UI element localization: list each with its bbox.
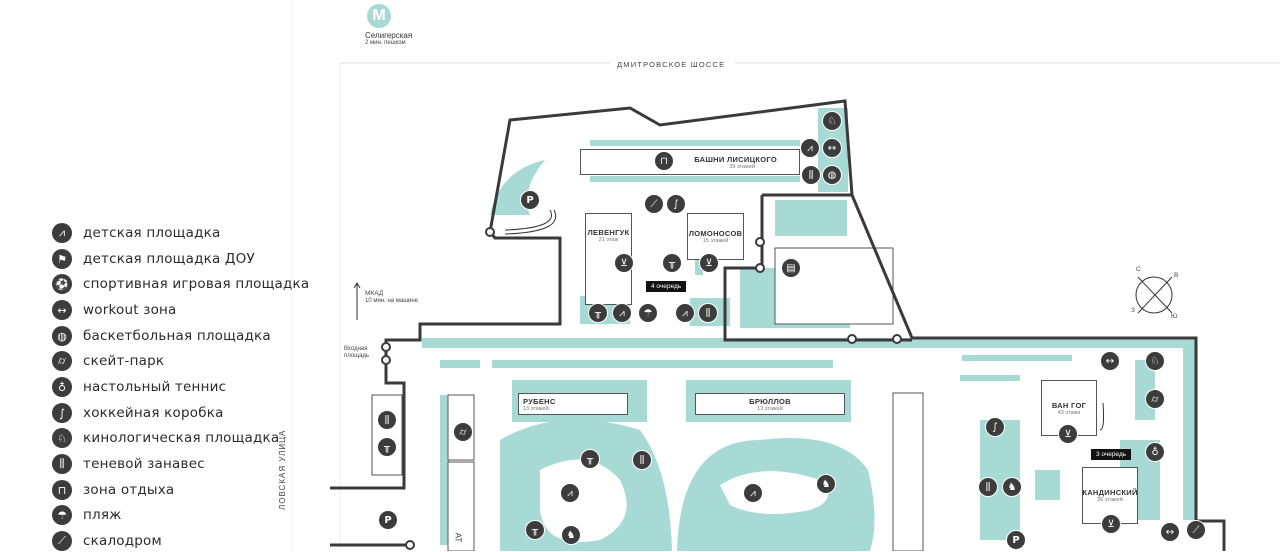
shade-canopy-icon[interactable] — [978, 477, 998, 497]
beach-icon — [52, 505, 72, 525]
rest-zone-icon — [52, 480, 72, 500]
shade-canopy-icon[interactable] — [801, 165, 821, 185]
rocking-horse-icon[interactable] — [561, 525, 581, 545]
kids-playground-icon[interactable] — [800, 138, 820, 158]
kids-playground-icon[interactable] — [612, 303, 632, 323]
shade-canopy-icon[interactable] — [698, 303, 718, 323]
picnic-table-icon[interactable] — [580, 449, 600, 469]
entrance-label: Входная площадь — [344, 346, 370, 359]
metro-walk-time: 2 мин. пешком — [365, 40, 406, 46]
legend-item: детская площадка ДОУ — [52, 248, 255, 270]
picnic-table-icon[interactable] — [662, 253, 682, 273]
legend-item: скалодром — [52, 530, 162, 552]
building-partial-label: АТ — [453, 532, 463, 543]
shop-cart-icon[interactable] — [699, 253, 719, 273]
mkad-label: МКАД — [365, 290, 384, 297]
climbing-wall-icon[interactable] — [644, 194, 664, 214]
legend-item: workout зона — [52, 299, 177, 321]
queue-3-badge: 3 очередь — [1091, 449, 1132, 460]
legend-item: скейт-парк — [52, 350, 164, 372]
picnic-table-icon[interactable] — [377, 437, 397, 457]
workout-icon[interactable] — [1160, 522, 1180, 542]
book-icon[interactable] — [781, 258, 801, 278]
compass-north: С — [1136, 266, 1141, 273]
road-label-dmitrovskoe: ДМИТРОВСКОЕ ШОССЕ — [617, 60, 726, 69]
kids-playground-icon[interactable] — [675, 303, 695, 323]
legend-item: пляж — [52, 504, 122, 526]
dog-icon[interactable] — [822, 111, 842, 131]
rocking-horse-icon[interactable] — [816, 474, 836, 494]
sports-playground-icon — [52, 274, 72, 294]
parking-icon[interactable] — [1006, 530, 1026, 550]
legend-item: настольный теннис — [52, 376, 226, 398]
climbing-wall-icon[interactable] — [1186, 520, 1206, 540]
workout-icon — [52, 300, 72, 320]
table-tennis-icon — [52, 377, 72, 397]
picnic-table-icon[interactable] — [525, 520, 545, 540]
picnic-table-icon[interactable] — [588, 303, 608, 323]
climbing-wall-icon — [52, 531, 72, 551]
legend-item: зона отдыха — [52, 479, 174, 501]
beach-icon[interactable] — [638, 303, 658, 323]
legend-item: баскетбольная площадка — [52, 325, 271, 347]
hockey-icon — [52, 403, 72, 423]
parking-icon[interactable] — [378, 510, 398, 530]
road-label-left: ЛОВСКАЯ УЛИЦА — [278, 429, 287, 510]
kids-playground-icon — [52, 223, 72, 243]
dog-icon[interactable] — [1145, 351, 1165, 371]
mkad-time: 10 мин. на машине — [365, 298, 419, 304]
queue-4-badge: 4 очередь — [646, 281, 687, 292]
rest-zone-icon[interactable] — [654, 151, 674, 171]
sports-playground-icon[interactable] — [666, 194, 686, 214]
hockey-icon[interactable] — [985, 417, 1005, 437]
shop-cart-icon[interactable] — [1101, 514, 1121, 534]
legend-item: спортивная игровая площадка — [52, 273, 309, 295]
parking-icon[interactable] — [520, 190, 540, 210]
skateboard-icon[interactable] — [453, 422, 473, 442]
shade-canopy-icon[interactable] — [632, 450, 652, 470]
legend-item: хоккейная коробка — [52, 402, 224, 424]
rocking-horse-icon[interactable] — [1002, 477, 1022, 497]
kindergarten-playground-icon — [52, 249, 72, 269]
compass-east: В — [1174, 272, 1179, 279]
skateboard-icon — [52, 351, 72, 371]
basketball-icon — [52, 326, 72, 346]
metro-icon: М — [367, 4, 391, 28]
skateboard-icon[interactable] — [1145, 389, 1165, 409]
legend-item: кинологическая площадка — [52, 427, 279, 449]
metro-station: Селигерская — [365, 31, 413, 40]
shop-cart-icon[interactable] — [614, 253, 634, 273]
kids-playground-icon[interactable] — [560, 483, 580, 503]
dog-icon — [52, 428, 72, 448]
legend-item: детская площадка — [52, 222, 220, 244]
shop-cart-icon[interactable] — [1058, 424, 1078, 444]
basketball-icon[interactable] — [822, 165, 842, 185]
shade-canopy-icon[interactable] — [377, 410, 397, 430]
workout-icon[interactable] — [1100, 351, 1120, 371]
legend-item: теневой занавес — [52, 453, 205, 475]
compass-south: Ю — [1171, 313, 1178, 320]
shade-canopy-icon — [52, 454, 72, 474]
compass-west: З — [1131, 307, 1135, 314]
table-tennis-icon[interactable] — [1145, 442, 1165, 462]
kids-playground-icon[interactable] — [743, 483, 763, 503]
workout-icon[interactable] — [822, 138, 842, 158]
